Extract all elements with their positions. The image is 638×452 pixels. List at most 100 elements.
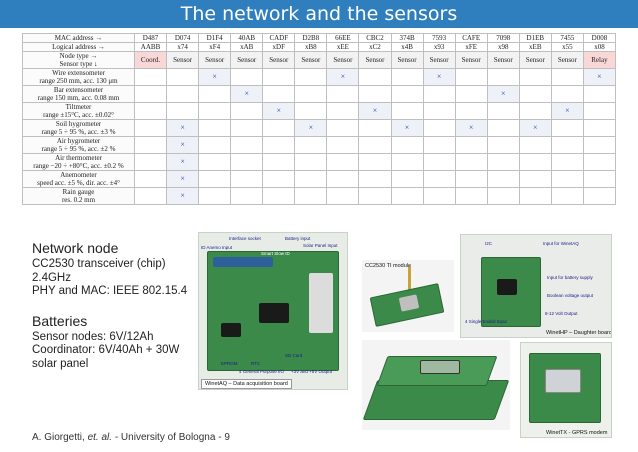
empty-cell [133,68,168,86]
empty-cell [454,102,488,120]
mac-address-cell: 374B [390,33,424,43]
empty-cell [486,170,520,188]
connector-strip [213,257,273,267]
empty-cell [166,102,200,120]
chip [221,323,241,337]
empty-cell [518,187,552,205]
node-type-cell: Sensor [326,51,360,69]
footer-etal: et. al. [87,432,113,443]
mac-address-cell: CAFE [454,33,488,43]
sensor-mark: × [486,85,520,103]
mac-address-cell: CADF [262,33,296,43]
empty-cell [582,102,617,120]
logical-address-cell: xFE [454,42,488,52]
winetaq-board-photo: Interface socket Battery input Solar Pan… [198,232,348,390]
empty-cell [262,153,296,171]
callout: 4 Single Ended Input [465,319,507,324]
callout: 4 General Purpose I/O [239,369,285,374]
empty-cell [422,119,456,137]
empty-cell [294,187,328,205]
empty-cell [198,119,232,137]
empty-cell [518,170,552,188]
empty-cell [133,85,168,103]
slide-title: The network and the sensors [0,0,638,28]
empty-cell [390,68,424,86]
empty-cell [550,153,584,171]
empty-cell [582,85,617,103]
sensor-mark: × [358,102,392,120]
empty-cell [198,85,232,103]
empty-cell [198,153,232,171]
empty-cell [486,119,520,137]
board-stack-photo [362,340,510,430]
sensor-name: Wire extensometer [52,69,105,78]
logical-address-cell: AABB [133,42,168,52]
pcb-board [529,353,601,423]
node-type-cell: Sensor [166,51,200,69]
empty-cell [230,170,264,188]
battery-line: Coordinator: 6V/40Ah + 30W [32,344,180,356]
empty-cell [486,187,520,205]
network-line: CC2530 transceiver (chip) [32,258,166,270]
mac-address-cell: 40AB [230,33,264,43]
empty-cell [390,85,424,103]
empty-cell [294,170,328,188]
callout: Input for WinetAQ [543,241,579,246]
empty-cell [230,153,264,171]
sensor-mark: × [550,102,584,120]
mac-address-cell: D487 [133,33,168,43]
empty-cell [518,102,552,120]
empty-cell [454,68,488,86]
empty-cell [358,136,392,154]
cc2530-caption: CC2530 TI module [365,263,412,269]
empty-cell [358,170,392,188]
empty-cell [294,68,328,86]
sensor-spec: speed acc. ±5 %, dir. acc. ±4° [37,179,120,187]
network-line: 2.4GHz [32,271,71,284]
empty-cell [486,102,520,120]
mac-address-cell: D1EB [518,33,552,43]
chip [259,303,289,323]
mac-address-cell: 7455 [550,33,584,43]
empty-cell [326,170,360,188]
empty-cell [390,102,424,120]
empty-cell [262,68,296,86]
empty-cell [262,119,296,137]
callout: Input for battery supply [547,275,593,280]
empty-cell [422,187,456,205]
empty-cell [326,187,360,205]
empty-cell [390,187,424,205]
battery-line: Sensor nodes: 6V/12Ah [32,330,154,343]
sensor-mark: × [166,119,200,137]
winettx-caption: WinetTX - GPRS modem [546,430,608,436]
winettx-board-photo: WinetTX - GPRS modem [520,342,612,438]
empty-cell [294,85,328,103]
empty-cell [454,85,488,103]
sensor-mark: × [454,119,488,137]
sensor-spec: range 150 mm, acc. 0.08 mm [37,94,120,102]
sensor-mark: × [294,119,328,137]
empty-cell [358,68,392,86]
empty-cell [422,136,456,154]
empty-cell [454,170,488,188]
logical-address-label: Logical address → [22,42,135,52]
empty-cell [358,119,392,137]
empty-cell [454,153,488,171]
empty-cell [582,136,617,154]
empty-cell [358,85,392,103]
mac-address-cell: 7593 [422,33,456,43]
empty-cell [198,136,232,154]
callout: Smart Slow ID [261,251,290,256]
mac-address-cell: 66EE [326,33,360,43]
empty-cell [262,136,296,154]
